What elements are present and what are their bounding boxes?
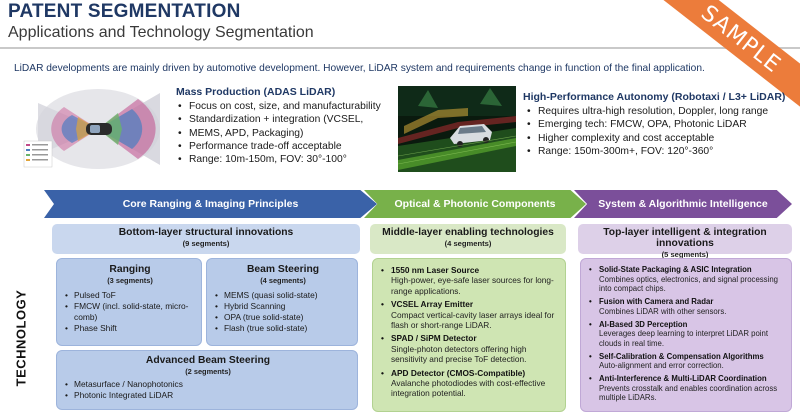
- mass-production-bullet: Standardization + integration (VCSEL,: [178, 113, 398, 127]
- middle-layer-header: Middle-layer enabling technologies (4 se…: [370, 224, 566, 254]
- top-layer-item: Fusion with Camera and Radar Combines Li…: [589, 297, 783, 316]
- high-performance-bullet: Range: 150m-300m+, FOV: 120°-360°: [527, 145, 789, 159]
- ranging-list: Pulsed ToF FMCW (incl. solid-state, micr…: [65, 290, 195, 334]
- middle-layer-item-desc: Compact vertical-cavity laser arrays ide…: [391, 309, 555, 331]
- top-layer-count: (5 segments): [661, 250, 709, 259]
- beam-steering-list: MEMS (quasi solid-state) Hybrid Scanning…: [215, 290, 351, 334]
- beam-steering-count: (4 segments): [260, 276, 306, 285]
- advanced-beam-steering-title: Advanced Beam Steering: [145, 355, 271, 366]
- top-layer-item-title: Self-Calibration & Compensation Algorith…: [589, 352, 783, 362]
- mass-production-bullet: Focus on cost, size, and manufacturabili…: [178, 100, 398, 114]
- top-layer-item-title: Solid-State Packaging & ASIC Integration: [589, 265, 783, 275]
- pillar-system-algorithmic: System & Algorithmic Intelligence: [574, 190, 792, 218]
- robotaxi-point-cloud-image: [398, 86, 516, 172]
- middle-layer-title: Middle-layer enabling technologies: [382, 227, 554, 238]
- list-item: OPA (true solid-state): [215, 312, 351, 323]
- middle-layer-count: (4 segments): [444, 239, 492, 248]
- high-performance-bullets: Requires ultra-high resolution, Doppler,…: [527, 105, 789, 158]
- top-layer-item-title: Anti-Interference & Multi-LiDAR Coordina…: [589, 374, 783, 384]
- mass-production-bullet: Range: 10m-150m, FOV: 30°-100°: [178, 153, 398, 167]
- middle-layer-item: VCSEL Array Emitter Compact vertical-cav…: [381, 299, 557, 330]
- technology-axis-label: TECHNOLOGY: [13, 289, 29, 387]
- ranging-count: (3 segments): [107, 276, 153, 285]
- list-item: FMCW (incl. solid-state, micro-comb): [65, 301, 195, 323]
- beam-steering-title: Beam Steering: [246, 264, 320, 275]
- advanced-beam-steering-list: Metasurface / Nanophotonics Photonic Int…: [65, 379, 351, 401]
- list-item: Metasurface / Nanophotonics: [65, 379, 351, 390]
- mass-production-bullets: Focus on cost, size, and manufacturabili…: [178, 100, 398, 167]
- advanced-beam-steering-box: Advanced Beam Steering (2 segments) Meta…: [56, 350, 358, 410]
- intro-text: LiDAR developments are mainly driven by …: [14, 63, 705, 74]
- bottom-layer-header: Bottom-layer structural innovations (9 s…: [52, 224, 360, 254]
- mass-production-title: Mass Production (ADAS LiDAR): [176, 86, 336, 98]
- middle-layer-item-title: VCSEL Array Emitter: [381, 299, 557, 310]
- mass-production-bullet: MEMS, APD, Packaging): [178, 127, 398, 141]
- advanced-beam-steering-count: (2 segments): [185, 367, 231, 376]
- page-title: PATENT SEGMENTATION: [8, 1, 241, 22]
- list-item: MEMS (quasi solid-state): [215, 290, 351, 301]
- bottom-layer-count: (9 segments): [182, 239, 230, 248]
- top-layer-item-desc: Combines optics, electronics, and signal…: [599, 274, 778, 294]
- pillar-optical-photonic: Optical & Photonic Components: [364, 190, 586, 218]
- top-layer-item-desc: Auto-alignment and error correction.: [599, 361, 724, 370]
- mass-production-bullet: Performance trade-off acceptable: [178, 140, 398, 154]
- high-performance-bullet: Higher complexity and cost acceptable: [527, 132, 789, 146]
- high-performance-title: High-Performance Autonomy (Robotaxi / L3…: [523, 91, 786, 103]
- top-layer-title: Top-layer intelligent & integration inno…: [603, 227, 767, 249]
- middle-layer-item-title: 1550 nm Laser Source: [381, 265, 557, 276]
- middle-layer-item: 1550 nm Laser Source High-power, eye-saf…: [381, 265, 557, 296]
- middle-layer-item-desc: Avalanche photodiodes with cost-effectiv…: [391, 378, 546, 399]
- adas-sensor-coverage-image: [20, 83, 160, 175]
- top-layer-item-desc: Leverages deep learning to interpret LiD…: [599, 329, 769, 348]
- top-layer-header: Top-layer intelligent & integration inno…: [578, 224, 792, 259]
- beam-steering-box: Beam Steering (4 segments) MEMS (quasi s…: [206, 258, 358, 346]
- middle-layer-item-desc: Single-photon detectors offering high se…: [391, 343, 527, 365]
- list-item: Photonic Integrated LiDAR: [65, 390, 351, 401]
- list-item: Pulsed ToF: [65, 290, 195, 301]
- page-subtitle: Applications and Technology Segmentation: [8, 24, 314, 41]
- list-item: Flash (true solid-state): [215, 323, 351, 334]
- middle-layer-box: 1550 nm Laser Source High-power, eye-saf…: [372, 258, 566, 412]
- middle-layer-item-title: SPAD / SiPM Detector: [381, 333, 557, 344]
- pillar-core-ranging: Core Ranging & Imaging Principles: [44, 190, 377, 218]
- middle-layer-item: APD Detector (CMOS-Compatible) Avalanche…: [381, 368, 557, 399]
- list-item: Hybrid Scanning: [215, 301, 351, 312]
- middle-layer-item: SPAD / SiPM Detector Single-photon detec…: [381, 333, 557, 364]
- top-layer-item: Solid-State Packaging & ASIC Integration…: [589, 265, 783, 294]
- top-layer-item-desc: Combines LiDAR with other sensors.: [599, 306, 727, 316]
- top-layer-item: Anti-Interference & Multi-LiDAR Coordina…: [589, 374, 783, 403]
- middle-layer-item-title: APD Detector (CMOS-Compatible): [381, 368, 557, 379]
- top-layer-box: Solid-State Packaging & ASIC Integration…: [580, 258, 792, 412]
- top-layer-item: Self-Calibration & Compensation Algorith…: [589, 352, 783, 371]
- ranging-title: Ranging: [109, 264, 151, 275]
- top-layer-item-title: AI-Based 3D Perception: [589, 320, 783, 330]
- middle-layer-item-desc: High-power, eye-safe laser sources for l…: [391, 275, 554, 296]
- list-item: Phase Shift: [65, 323, 195, 334]
- top-layer-item-desc: Prevents crosstalk and enables coordinat…: [599, 383, 778, 403]
- ranging-box: Ranging (3 segments) Pulsed ToF FMCW (in…: [56, 258, 202, 346]
- high-performance-bullet: Emerging tech: FMCW, OPA, Photonic LiDAR: [527, 118, 789, 132]
- bottom-layer-title: Bottom-layer structural innovations: [118, 227, 294, 238]
- high-performance-bullet: Requires ultra-high resolution, Doppler,…: [527, 105, 789, 119]
- top-layer-item: AI-Based 3D Perception Leverages deep le…: [589, 320, 783, 349]
- title-divider: [0, 47, 800, 49]
- top-layer-item-title: Fusion with Camera and Radar: [589, 297, 783, 307]
